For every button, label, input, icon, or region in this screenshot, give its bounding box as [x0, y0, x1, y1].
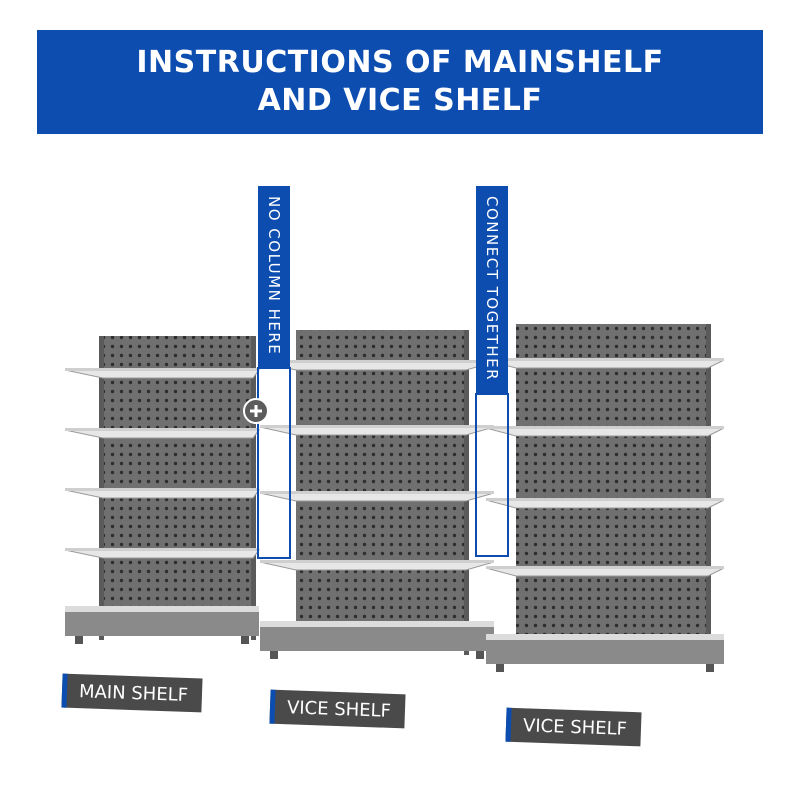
vice-shelf-unit-2-right-column	[706, 324, 711, 668]
vice-shelf-unit-2	[485, 324, 725, 672]
vice-shelf-unit-2-shelf-2	[485, 427, 725, 437]
main-shelf-unit-shelf-1	[64, 369, 260, 379]
vice-shelf-unit-1-back-panel	[296, 330, 466, 625]
connect-together-callout: CONNECT TOGETHER	[476, 186, 508, 394]
main-shelf-unit-shelf-4	[64, 549, 260, 559]
vice-shelf-unit-2-shelf-3	[485, 499, 725, 509]
connect-together-text: CONNECT TOGETHER	[483, 196, 501, 382]
title-line-1: INSTRUCTIONS OF MAINSHELF	[136, 45, 664, 80]
vice-shelf-label-1: VICE SHELF	[269, 689, 406, 729]
main-shelf-label: MAIN SHELF	[61, 673, 203, 713]
main-shelf-unit-base	[65, 610, 259, 636]
vice-shelf-unit-1-base	[260, 625, 494, 651]
vice-shelf-unit-2-shelf-4	[485, 567, 725, 577]
main-shelf-unit-shelf-2	[64, 429, 260, 439]
no-column-text: NO COLUMN HERE	[265, 196, 283, 356]
vice-shelf-unit-1-shelf-2	[259, 426, 495, 436]
vice-shelf-unit-2-base	[486, 638, 724, 664]
title-banner: INSTRUCTIONS OF MAINSHELF AND VICE SHELF	[37, 30, 763, 134]
no-column-outline	[257, 367, 291, 559]
connect-together-outline	[475, 393, 509, 557]
vice-shelf-label-2: VICE SHELF	[505, 707, 642, 747]
title-line-2: AND VICE SHELF	[257, 83, 543, 118]
vice-shelf-unit-1-shelf-3	[259, 492, 495, 502]
vice-shelf-unit-1-shelf-4	[259, 561, 495, 571]
vice-shelf-unit-1	[259, 330, 495, 659]
main-shelf-unit-back-panel	[103, 336, 253, 610]
vice-shelf-unit-2-shelf-1	[485, 359, 725, 369]
no-column-callout: NO COLUMN HERE	[258, 186, 290, 368]
main-shelf-unit	[64, 336, 260, 644]
vice-shelf-unit-1-shelf-1	[259, 361, 495, 371]
main-shelf-unit-shelf-3	[64, 489, 260, 499]
vice-shelf-unit-2-back-panel	[516, 324, 708, 638]
